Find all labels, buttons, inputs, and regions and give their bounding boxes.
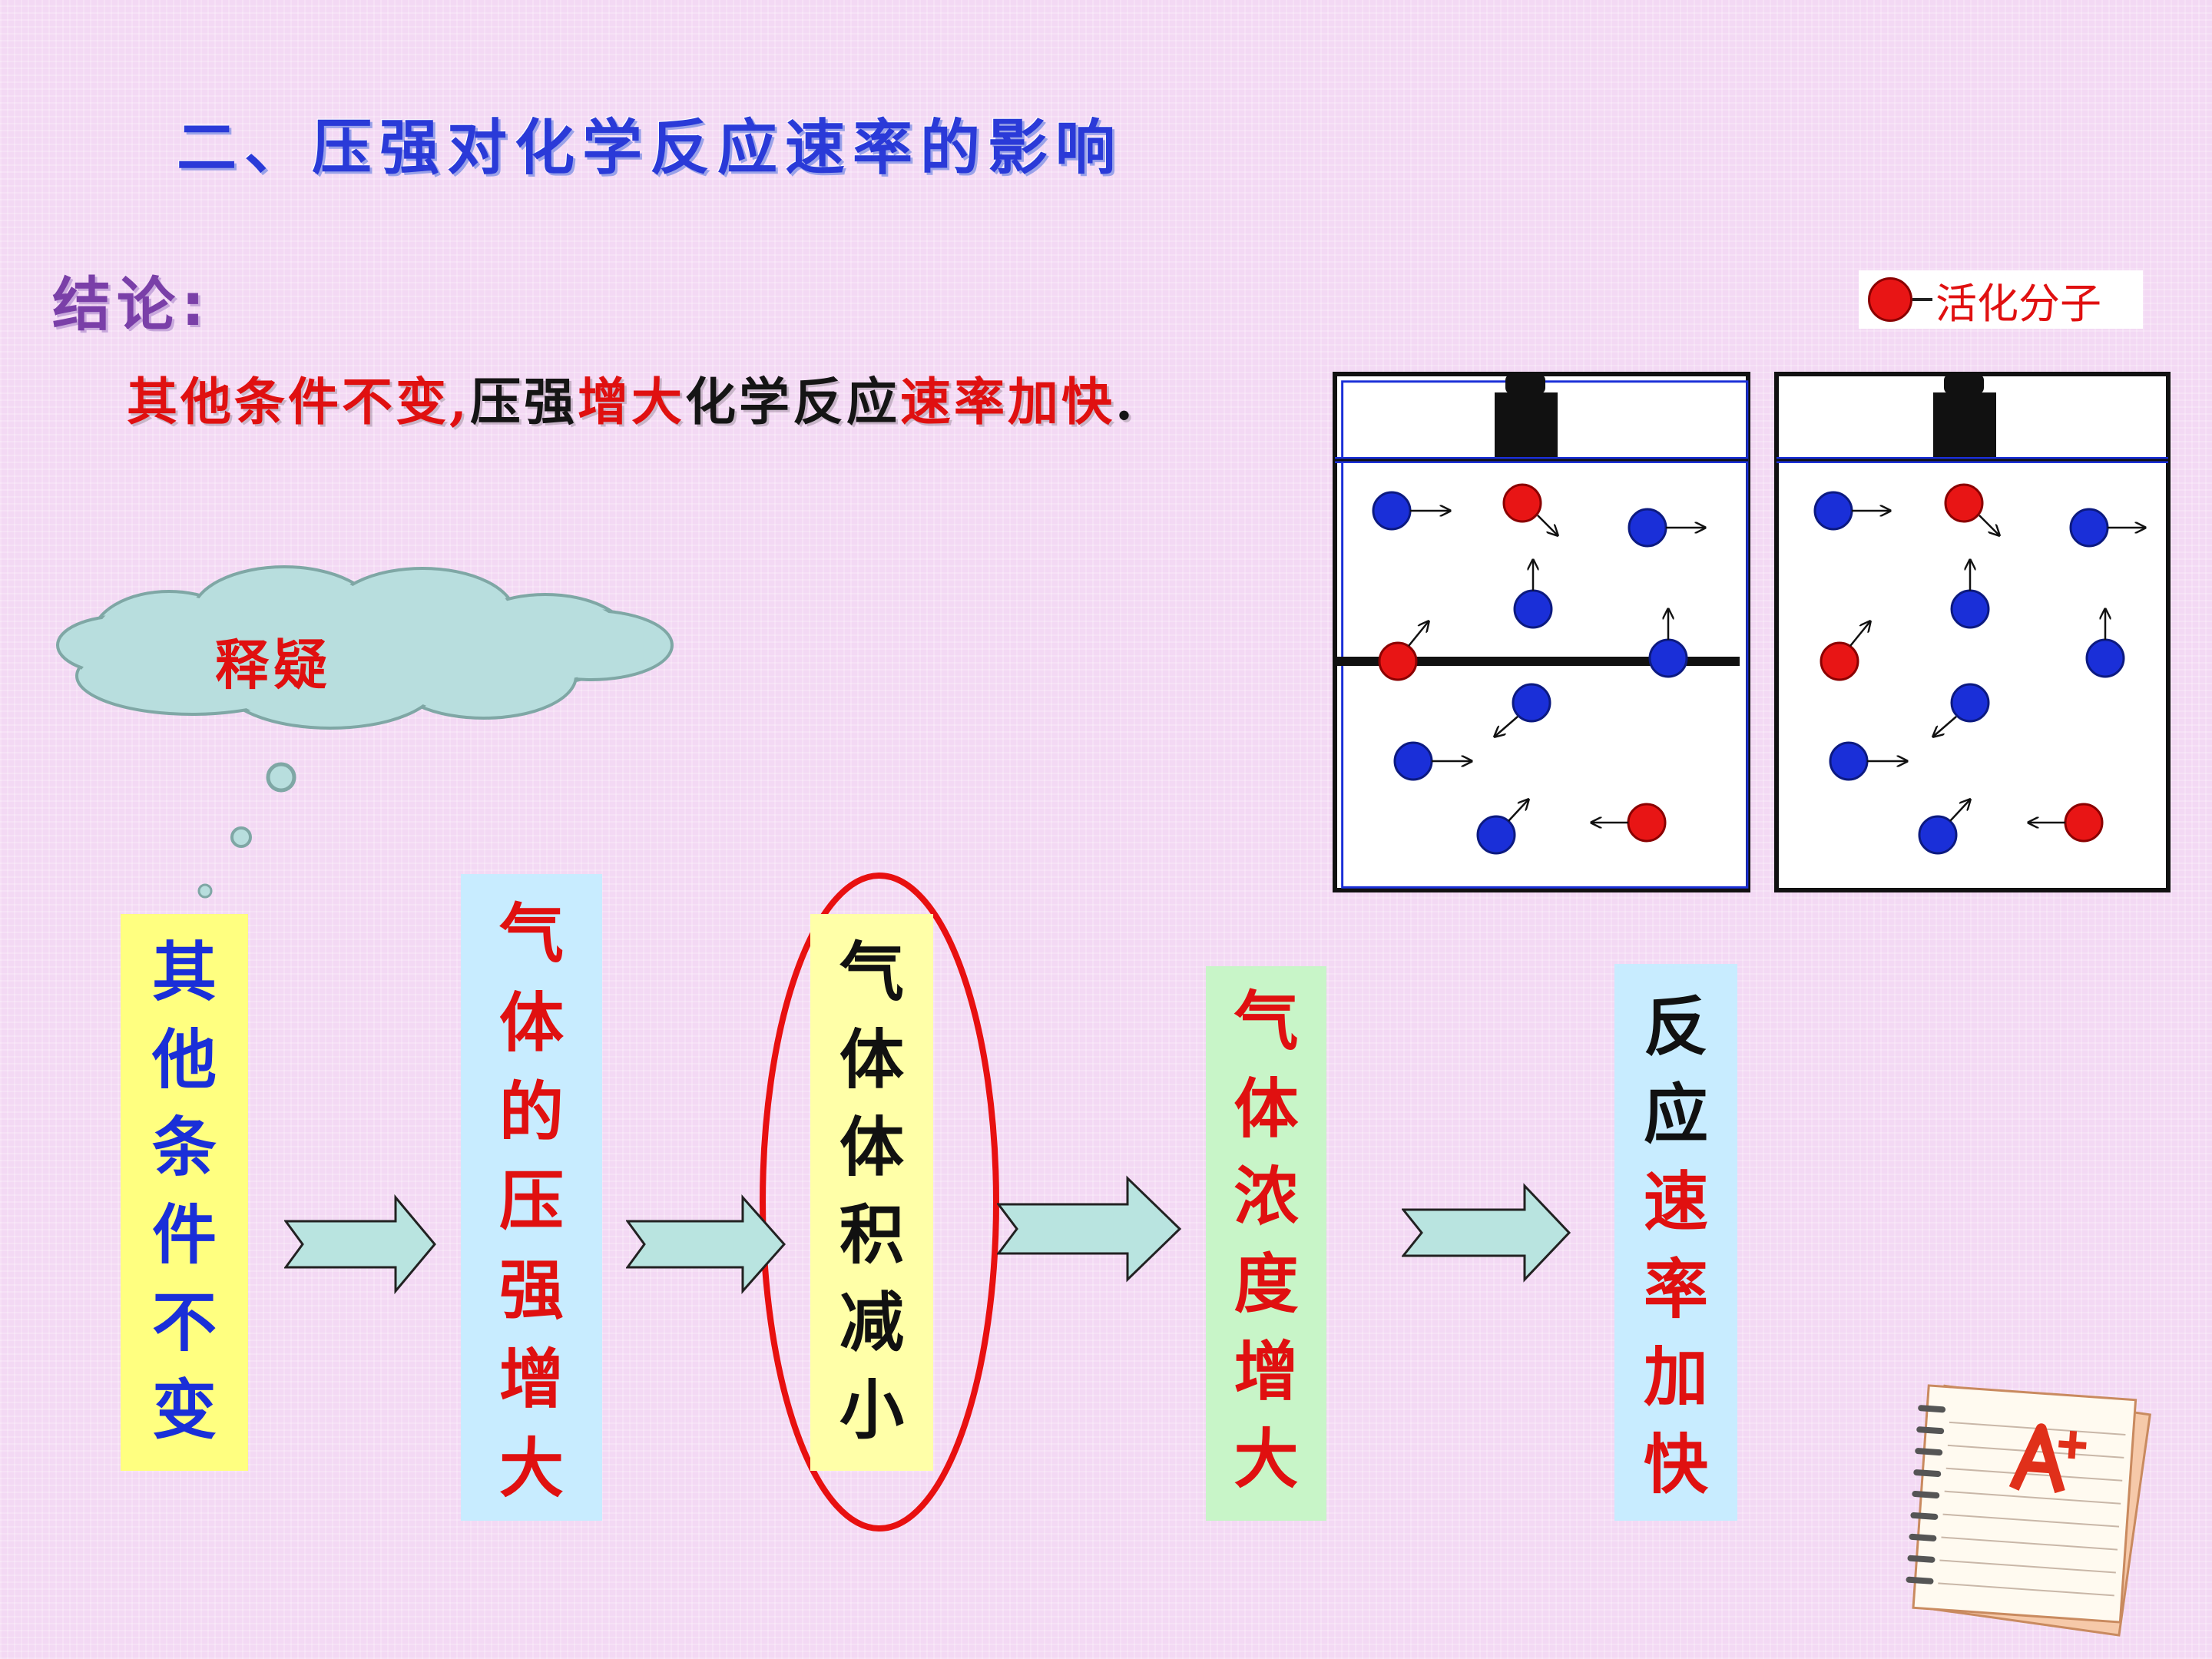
container-left [1333,372,1750,892]
thought-cloud-icon [56,565,674,899]
flow-box-char: 变 [151,1372,217,1448]
flow-arrow-icon [284,1194,436,1294]
flow-box-char: 体 [839,1022,904,1098]
molecule-containers-diagram [1333,372,2171,892]
flow-box-pressure-increase: 气 体 的 压 强 增 大 [461,874,602,1521]
flow-box-char: 体 [1233,1071,1299,1147]
flow-box-char: 增 [1233,1333,1299,1409]
flow-box-char: 浓 [1233,1158,1299,1234]
flow-box-char: 度 [1233,1246,1299,1322]
flow-box-char: 的 [498,1074,564,1150]
weight-icon [1933,374,1996,457]
flow-box-char: 减 [839,1284,904,1360]
conclusion-sentence: 其他条件不变,压强增大化学反应速率加快. [127,361,1136,435]
conclusion-segment: . [1114,372,1136,432]
container-right [1774,372,2171,892]
flow-box-char: 气 [498,896,564,972]
molecules-right [1813,483,2145,855]
conclusion-segment: 压强 [469,372,578,432]
flow-box-char: 气 [1233,983,1299,1059]
highlight-ellipse [760,873,999,1532]
page-title: 二、压强对化学反应速率的影响 [177,114,1124,183]
flow-box-char: 应 [1643,1076,1708,1152]
flow-box-char: 体 [839,1109,904,1185]
flow-arrow-icon [997,1175,1182,1283]
legend-label: 活化分子 [1936,279,2101,328]
legend-connector [1912,298,1932,301]
flow-box-char: 其 [151,934,217,1010]
flow-box-char: 率 [1643,1251,1708,1327]
flow-box-char: 体 [498,985,564,1061]
flow-box-char: 气 [839,934,904,1010]
flow-box-char: 快 [1643,1426,1708,1502]
flow-box-char: 加 [1643,1339,1708,1415]
flow-arrow-icon [1402,1183,1571,1283]
conclusion-segment: 其他条件不变, [127,372,470,432]
flow-box-char: 增 [498,1341,564,1417]
thought-cloud-label: 释疑 [215,633,332,697]
flow-box-conditions: 其 他 条 件 不 变 [121,914,248,1471]
molecules-left [1372,483,1705,855]
conclusion-segment: 速率加快 [899,372,1115,432]
flow-box-char: 积 [839,1197,904,1273]
flow-box-rate-increase: 反 应 速 率 加 快 [1614,964,1737,1521]
flow-box-char: 条 [151,1109,217,1185]
flow-arrow-icon [626,1194,786,1294]
flow-box-char: 压 [498,1163,564,1239]
molecule-dot-icon [1868,277,1912,322]
flow-box-char: 反 [1643,988,1708,1065]
conclusion-segment: 增大 [577,372,685,432]
flow-box-char: 速 [1643,1164,1708,1240]
note-pad-a-plus-icon [1906,1384,2151,1637]
conclusion-label: 结论: [52,270,211,339]
flow-box-concentration-increase: 气 体 浓 度 增 大 [1206,966,1326,1521]
flow-box-volume-decrease: 气 体 体 积 减 小 [810,914,933,1471]
flow-box-char: 大 [1233,1421,1299,1497]
weight-icon [1495,374,1558,457]
flow-box-char: 不 [151,1284,217,1360]
conclusion-segment: 化学反应 [684,372,900,432]
flow-box-char: 小 [839,1372,904,1448]
flow-box-char: 大 [498,1430,564,1506]
flow-box-char: 强 [498,1252,564,1328]
legend: 活化分子 [1859,270,2143,329]
flow-box-char: 件 [151,1197,217,1273]
flow-box-char: 他 [151,1022,217,1098]
